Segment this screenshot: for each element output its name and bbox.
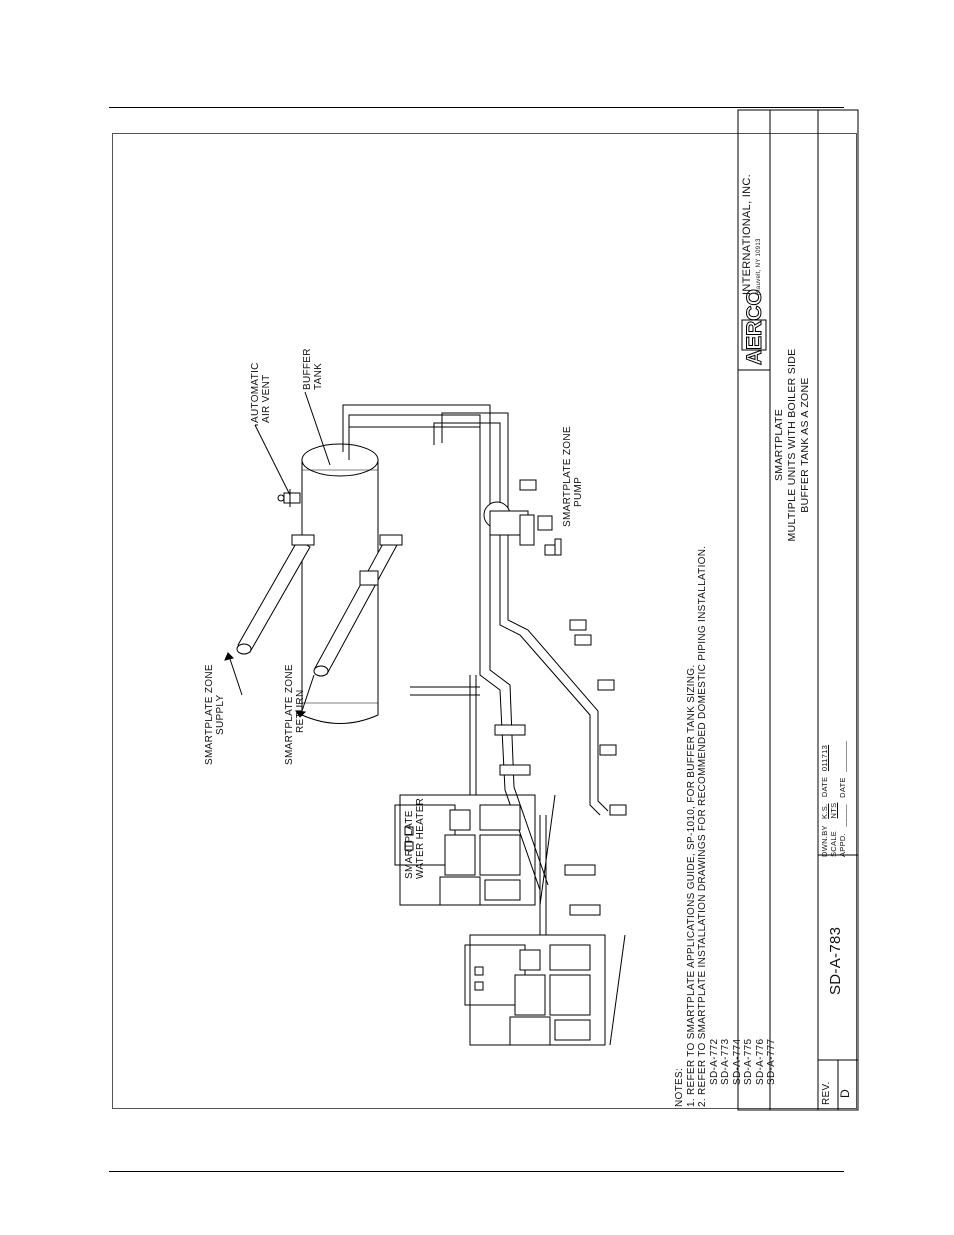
drawing-number: SD-A-783 bbox=[827, 926, 844, 995]
water-heater-unit-2 bbox=[464, 815, 626, 1046]
company-name: INTERNATIONAL, INC. bbox=[741, 173, 753, 295]
notes-heading: NOTES: bbox=[674, 1067, 685, 1107]
zone-pipes bbox=[236, 534, 403, 677]
label-water-heater: SMARTPLATE WATER HEATER bbox=[404, 797, 426, 879]
note-drawing-6: SD-A-777 bbox=[766, 1038, 777, 1085]
rev-label: REV. bbox=[821, 1081, 832, 1105]
zone-pump-shape bbox=[483, 479, 562, 556]
air-vent-shape bbox=[277, 489, 301, 507]
drawing-sheet bbox=[112, 133, 857, 1109]
loop-piping bbox=[342, 404, 609, 891]
label-zone-pump: SMARTPLATE ZONE PUMP bbox=[562, 426, 584, 527]
notes-block: NOTES: 1. REFER TO SMARTPLATE APPLICATIO… bbox=[674, 546, 778, 1107]
title-block bbox=[737, 109, 859, 1111]
note-drawing-3: SD-A-774 bbox=[731, 1038, 743, 1085]
label-buffer-tank: BUFFER TANK bbox=[302, 348, 324, 390]
footer-rule bbox=[109, 1171, 844, 1172]
drawing-title: SMARTPLATE MULTIPLE UNITS WITH BOILER SI… bbox=[773, 348, 811, 542]
note-2: 2. REFER TO SMARTPLATE INSTALLATION DRAW… bbox=[697, 545, 708, 1107]
label-zone-return: SMARTPLATE ZONE RETURN bbox=[284, 664, 306, 765]
water-heater-unit-1 bbox=[394, 675, 556, 906]
loop-valves bbox=[569, 619, 627, 816]
note-drawing-4: SD-A-775 bbox=[743, 1038, 754, 1085]
company-address: Blauvelt, NY 10913 bbox=[756, 238, 762, 295]
label-air-vent: AUTOMATIC AIR VENT bbox=[250, 362, 272, 423]
note-drawing-2: SD-A-773 bbox=[720, 1038, 731, 1085]
buffer-tank-shape bbox=[301, 443, 379, 724]
leader-lines bbox=[224, 391, 331, 718]
label-zone-supply: SMARTPLATE ZONE SUPPLY bbox=[204, 664, 226, 765]
note-1: 1. REFER TO SMARTPLATE APPLICATIONS GUID… bbox=[685, 664, 697, 1107]
rev-value: D bbox=[838, 1089, 852, 1098]
title-block-fields: DWN.BY K.S. DATE 011713 SCALE NTS APPD. … bbox=[820, 740, 847, 857]
aerco-logo: AERCO bbox=[743, 289, 767, 366]
header-rule bbox=[109, 107, 844, 108]
note-drawing-5: SD-A-776 bbox=[754, 1038, 766, 1085]
note-drawing-1: SD-A-772 bbox=[708, 1038, 720, 1085]
